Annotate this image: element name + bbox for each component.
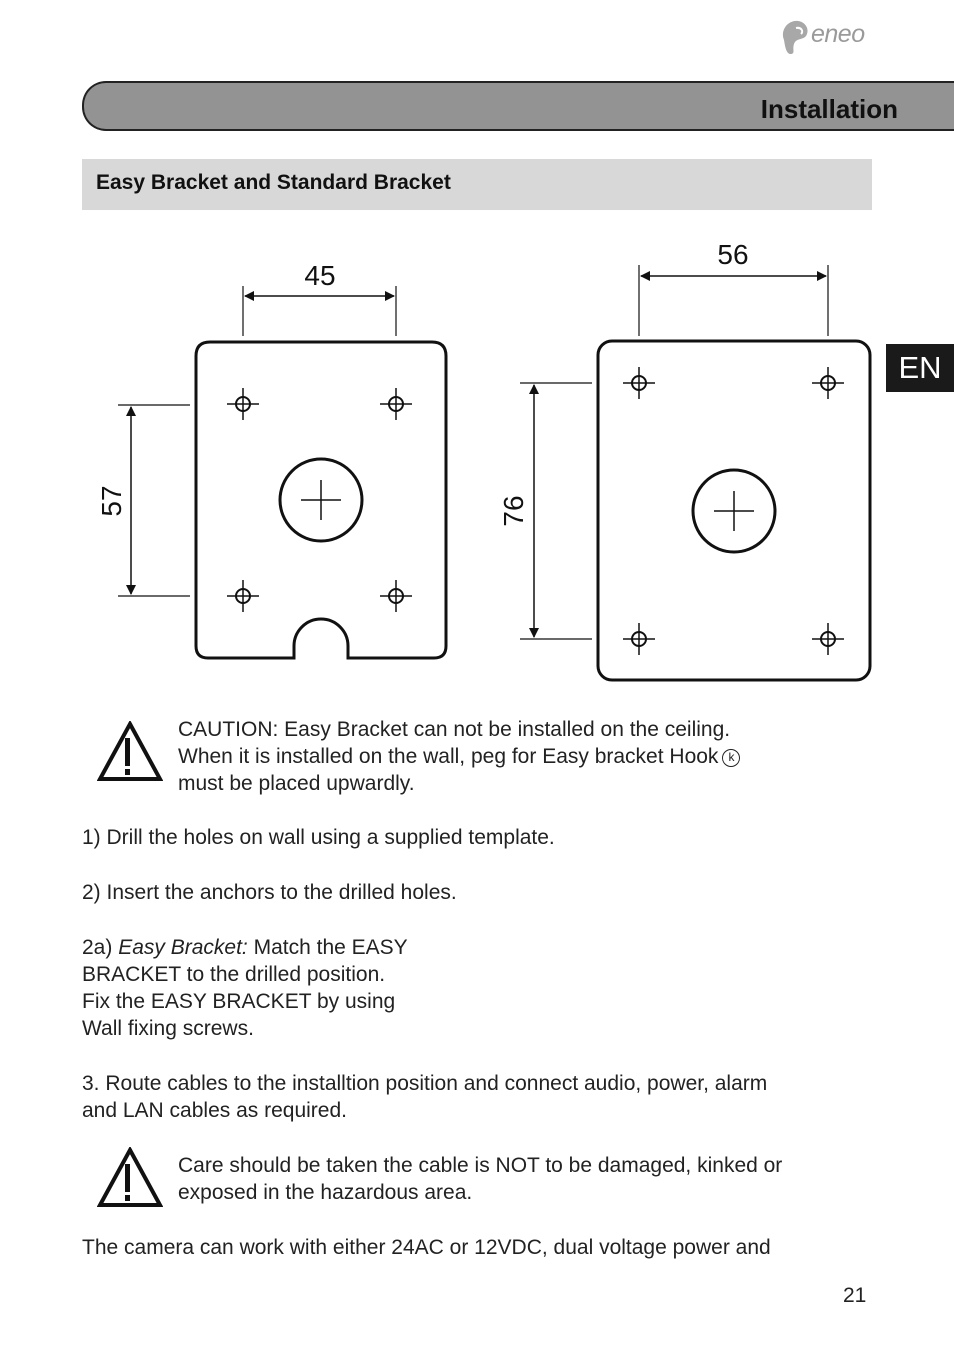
step-2a-line-3: Fix the EASY BRACKET by using [82,990,396,1013]
easy-screw-holes [227,388,412,612]
standard-screw-holes [623,367,844,655]
easy-width-label: 45 [304,260,335,291]
section-title: Easy Bracket and Standard Bracket [96,171,451,194]
warning-triangle-icon [97,1147,163,1207]
caution2-line-2: exposed in the hazardous area. [178,1181,473,1204]
eneo-logo-icon [782,20,808,54]
step-2a-line-1: 2a) Easy Bracket: Match the EASY [82,934,408,961]
step-2a-prefix: 2a) [82,936,119,959]
standard-bracket-outline [596,339,872,682]
chapter-title: Installation [760,94,898,124]
caution-line-1: CAUTION: Easy Bracket can not be install… [178,718,731,741]
standard-height-label: 76 [498,495,529,526]
step-3-line-2: and LAN cables as required. [82,1099,347,1122]
step-1: 1) Drill the holes on wall using a suppl… [82,826,555,849]
section-header: Easy Bracket and Standard Bracket [82,159,872,210]
step-3-line-1: 3. Route cables to the installtion posit… [82,1072,768,1095]
caution2-line-1: Care should be taken the cable is NOT to… [178,1154,783,1177]
caution-line-3: must be placed upwardly. [178,772,415,795]
step-2a-italic: Easy Bracket: [118,936,248,959]
step-2a-rest: Match the EASY [247,936,408,959]
brand-name: eneo [811,20,865,48]
warning-triangle-icon [97,721,163,781]
power-paragraph: The camera can work with either 24AC or … [82,1236,771,1259]
step-2a-line-4: Wall fixing screws. [82,1017,254,1040]
standard-width-label: 56 [717,239,748,270]
bracket-dimension-drawing: 45 57 56 76 [96,239,872,682]
step-2a-line-2: BRACKET to the drilled position. [82,963,386,986]
page-number: 21 [843,1284,867,1307]
step-2: 2) Insert the anchors to the drilled hol… [82,881,457,904]
language-tab: EN [886,344,954,392]
chapter-header: Installation [82,81,954,131]
caution-line-2-text: When it is installed on the wall, peg fo… [178,745,719,768]
standard-center-hole [691,468,777,554]
caution-line-2: When it is installed on the wall, peg fo… [178,743,741,770]
easy-bracket-outline [194,340,448,660]
easy-center-hole [278,457,364,543]
easy-height-label: 57 [96,485,127,516]
hook-k-symbol: k [722,749,741,767]
